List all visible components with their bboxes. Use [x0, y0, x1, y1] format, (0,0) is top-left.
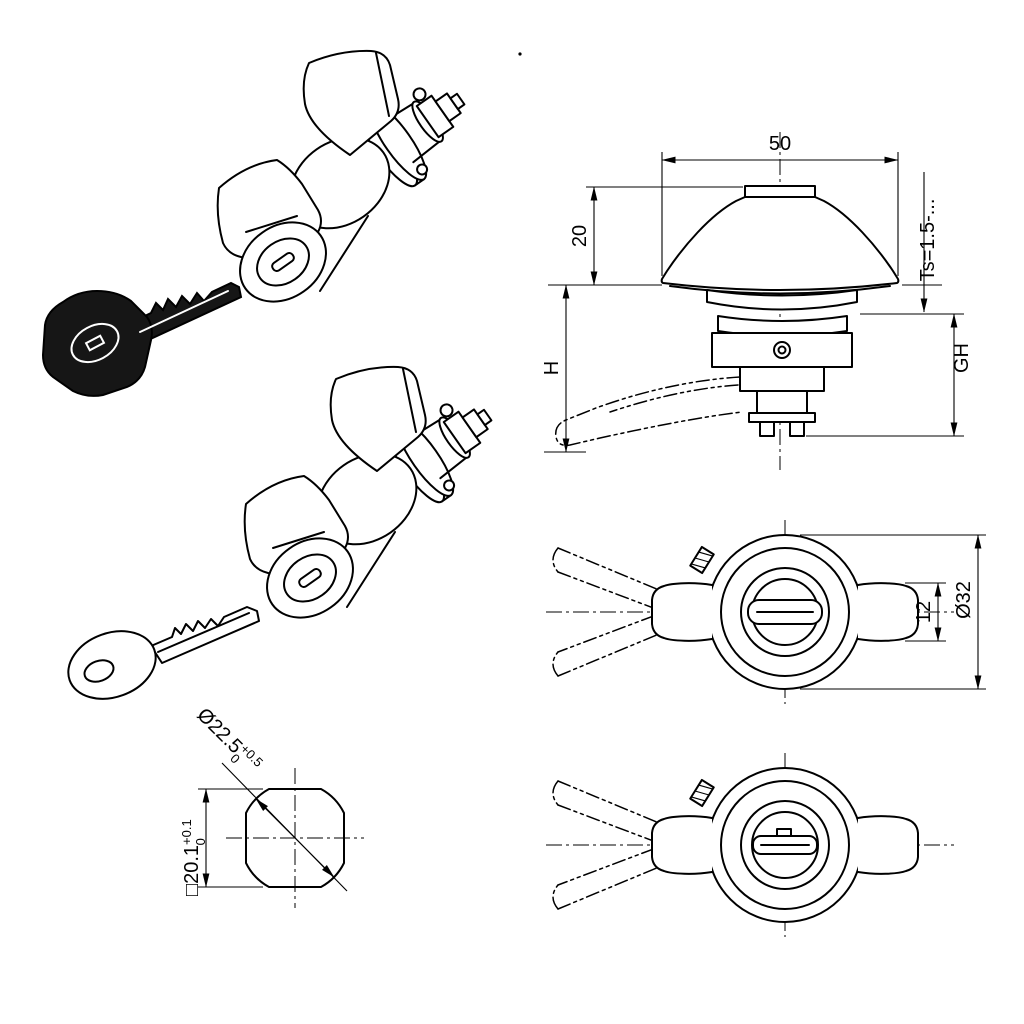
- lock-isometric-2: [243, 365, 515, 635]
- shaft: [756, 390, 808, 414]
- front-elevation-view: 50 20 H Ts=1.5-... GH: [541, 132, 973, 470]
- key-black: [41, 281, 243, 397]
- key-bow-hole: [83, 659, 115, 683]
- top-view-dimensioned: 12 Ø32: [546, 520, 986, 704]
- clamp-screw-icon: [689, 545, 715, 575]
- dim-label-knob-height-20: 20: [569, 225, 591, 247]
- isometric-view-middle: [67, 365, 515, 700]
- dim-label-width-50: 50: [769, 133, 791, 155]
- dim-label-grip-height-GH: GH: [951, 343, 973, 373]
- lock-isometric-1: [216, 49, 488, 319]
- set-screw-icon: [773, 341, 791, 359]
- tolerance-lower: 0: [193, 838, 208, 845]
- extension-line: [860, 284, 964, 315]
- panel-cutout-profile: Ø22.5+0.50 □20.1+0.10: [179, 704, 364, 908]
- key-cylinder-slot: [752, 828, 818, 855]
- dim-value: □20.1: [181, 845, 203, 896]
- extension-line: [661, 152, 899, 276]
- key-head: [41, 289, 153, 397]
- dim-label-wing-width-12: 12: [913, 601, 935, 623]
- cam-lever-phantom: [554, 376, 743, 447]
- dim-label-install-height-H: H: [541, 361, 563, 375]
- wing-left: [651, 582, 713, 642]
- wing-right: [857, 582, 919, 642]
- flange: [706, 289, 858, 311]
- dim-label-diameter-32: Ø32: [953, 581, 975, 619]
- wing-left: [651, 815, 713, 875]
- dimension-arrow: [294, 837, 335, 878]
- isometric-view-top: [41, 49, 488, 397]
- top-view-key-version: [546, 753, 954, 937]
- dim-label-panel-thickness-Ts: Ts=1.5-...: [917, 199, 939, 282]
- clamp-screw-icon: [689, 778, 715, 808]
- dimension-arrow: [255, 798, 296, 839]
- tolerance-upper: +0.1: [179, 819, 194, 845]
- extension-line: [800, 534, 986, 690]
- cutout-shape: [245, 788, 345, 888]
- wing-knob-front: [660, 185, 900, 291]
- retaining-clip: [748, 412, 816, 423]
- dim-label-cutout-square: □20.1+0.10: [179, 819, 208, 896]
- key-metal: [67, 606, 260, 700]
- artifact-dot: [518, 52, 522, 56]
- wing-right: [857, 815, 919, 875]
